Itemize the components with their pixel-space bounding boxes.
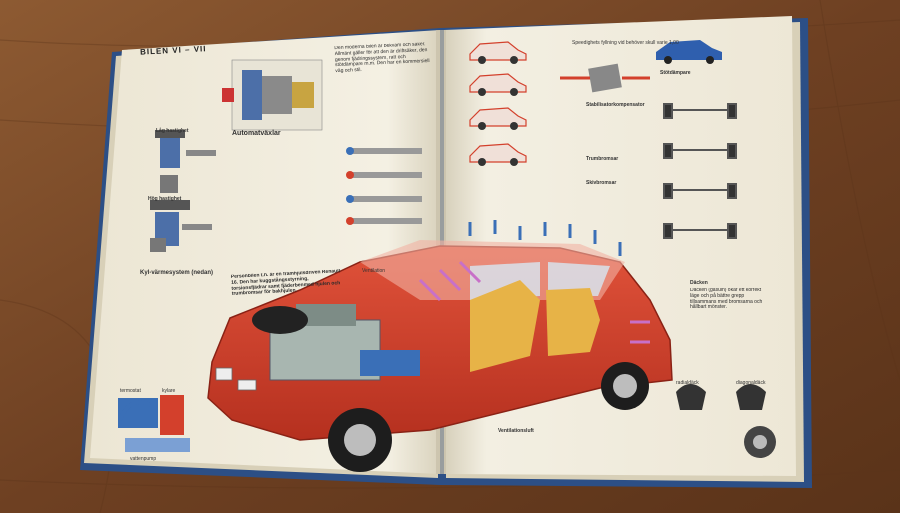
- label-low-speed: Låg hastighet: [156, 128, 189, 134]
- label-ventilation: Ventilationsluft: [498, 428, 534, 434]
- paragraph-tyres: Däcken (gasuln) ökar ett korrekt läge oc…: [690, 288, 763, 311]
- section-automatic: Automatväxlar: [232, 130, 281, 137]
- label-tyres: Däcken: [690, 280, 708, 286]
- label-cooler: kylare: [162, 388, 176, 394]
- cooling-diagram: [118, 395, 190, 452]
- label-pump: vattenpump: [130, 456, 157, 462]
- steering-diagram: [346, 147, 422, 225]
- blue-car: [656, 40, 722, 64]
- car-silhouettes: [469, 41, 527, 166]
- label-stabilizer: Stabilisatorkompensator: [586, 102, 645, 108]
- label-shock: Stötdämpare: [660, 70, 691, 76]
- caption-top-right: Den moderna bilen är bekväm och säker. A…: [334, 41, 430, 75]
- label-vent-left: Ventilation: [362, 268, 386, 274]
- label-drum: Trumbromsar: [586, 156, 619, 162]
- label-disk-brake: Skivbromsar: [586, 180, 617, 186]
- label-radial: radialdäck: [676, 380, 699, 386]
- caption-renault: Personbilen t.h. är en framhjulsdriven R…: [230, 269, 341, 298]
- section-cooling: Kyl-värmesystem (nedan): [140, 270, 214, 276]
- axle-diagrams: [663, 103, 737, 239]
- label-diagonal: diagonaldäck: [736, 380, 766, 386]
- label-thermostat: termostat: [120, 388, 141, 394]
- right-top-caption: Speedighets fyllning vid behöver skull v…: [572, 40, 679, 46]
- tyre-diagrams: [676, 384, 776, 458]
- suspension-diagram: [560, 63, 650, 93]
- label-high-speed: Hög hastighet: [148, 196, 182, 202]
- cutaway-car: [207, 220, 673, 472]
- transmission-diagram: [222, 59, 323, 131]
- gear-diagram-bottom: [150, 200, 212, 252]
- gear-diagram-top: [155, 130, 216, 193]
